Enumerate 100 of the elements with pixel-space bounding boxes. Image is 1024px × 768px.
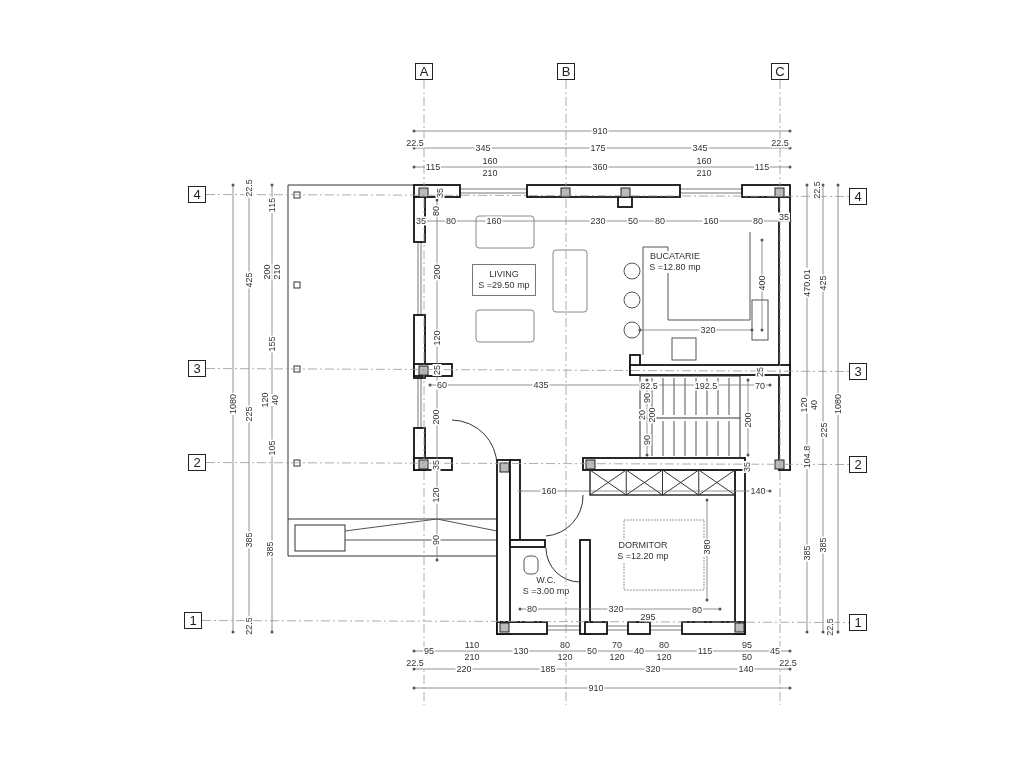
- dimension-label: 50: [741, 652, 753, 662]
- dimension-label: 80: [445, 216, 457, 226]
- dimension-label: 90: [431, 534, 441, 546]
- dimension-label: 70: [611, 640, 623, 650]
- dimension-label: 210: [272, 263, 282, 281]
- dimension-label: 120: [556, 652, 574, 662]
- dimension-label: 80: [431, 205, 441, 217]
- grid-bubble: C: [771, 63, 789, 80]
- dimension-label: 295: [639, 612, 657, 622]
- dimension-label: 140: [749, 486, 767, 496]
- room-name: LIVING: [489, 268, 519, 280]
- dimension-label: 210: [481, 168, 499, 178]
- dimension-label: 385: [244, 531, 254, 549]
- dimension-label: 210: [463, 652, 481, 662]
- dimension-label: 130: [512, 646, 530, 656]
- grid-bubble: 3: [849, 363, 867, 380]
- grid-bubble: 1: [184, 612, 202, 629]
- dimension-label: 1080: [228, 393, 238, 415]
- dimension-label: 200: [432, 263, 442, 281]
- dimension-label: 120: [432, 329, 442, 347]
- grid-bubble: 2: [849, 456, 867, 473]
- dimension-label: 25: [755, 366, 765, 378]
- dimension-label: 22.5: [405, 658, 425, 668]
- dimension-label: 175: [589, 143, 607, 153]
- dimension-label: 22.5: [778, 658, 798, 668]
- grid-bubble: 4: [188, 186, 206, 203]
- dimension-label: 160: [695, 156, 713, 166]
- room-name: DORMITOR: [618, 539, 668, 551]
- dimension-label: 120: [608, 652, 626, 662]
- room-label-frame: [472, 264, 536, 296]
- grid-line: [205, 462, 850, 465]
- room-area: S =29.50 mp: [478, 280, 530, 292]
- dimension-label: 200: [431, 408, 441, 426]
- dimension-label: 910: [591, 126, 609, 136]
- dimension-label: 115: [267, 196, 277, 214]
- dimension-label: 385: [265, 540, 275, 558]
- dimension-label: 80: [654, 216, 666, 226]
- dimension-label: 35: [778, 212, 790, 222]
- dimension-label: 104.8: [802, 444, 812, 470]
- dimension-label: 210: [695, 168, 713, 178]
- dimension-label: 22.5: [812, 180, 822, 200]
- dimension-label: 80: [752, 216, 764, 226]
- dimension-label: 80: [526, 604, 538, 614]
- dimension-label: 1080: [833, 393, 843, 415]
- grid-bubble: 3: [188, 360, 206, 377]
- dimension-label: 160: [481, 156, 499, 166]
- dimension-label: 160: [540, 486, 558, 496]
- grid-line: [779, 79, 781, 706]
- dimension-label: 60: [436, 380, 448, 390]
- grid-line: [565, 79, 567, 706]
- dimension-label: 320: [699, 325, 717, 335]
- dimension-label: 40: [809, 399, 819, 411]
- dimension-label: 50: [627, 216, 639, 226]
- grid-bubble: 1: [849, 614, 867, 631]
- dimension-label: 140: [737, 664, 755, 674]
- dimension-label: 200: [743, 411, 753, 429]
- dimension-label: 115: [696, 646, 714, 656]
- dimension-label: 70: [754, 381, 766, 391]
- dimension-label: 80: [691, 605, 703, 615]
- dimension-label: 320: [644, 664, 662, 674]
- grid-line: [423, 79, 425, 706]
- dimension-label: 25: [432, 364, 442, 376]
- dimension-label: 110: [463, 640, 481, 650]
- grid-bubble: A: [415, 63, 433, 80]
- dimension-label: 20: [637, 409, 647, 421]
- grid-line: [205, 368, 850, 372]
- dimension-label: 385: [818, 536, 828, 554]
- dimension-label: 22.5: [770, 138, 790, 148]
- grid-bubble: 2: [188, 454, 206, 471]
- dimension-label: 470.01: [802, 268, 812, 298]
- dimension-label: 230: [589, 216, 607, 226]
- dimension-label: 22.5: [405, 138, 425, 148]
- room-area: S =12.20 mp: [617, 551, 669, 563]
- dimension-label: 225: [819, 421, 829, 439]
- dimension-label: 50: [586, 646, 598, 656]
- dimension-label: 345: [474, 143, 492, 153]
- dimension-label: 22.5: [244, 616, 254, 636]
- dimension-label: 120: [431, 486, 441, 504]
- room-name: W.C.: [536, 574, 556, 586]
- dimension-label: 200: [647, 406, 657, 424]
- dimension-label: 22.5: [244, 178, 254, 198]
- dimension-label: 82.5: [639, 381, 659, 391]
- dimension-label: 220: [455, 664, 473, 674]
- dimension-label: 385: [802, 544, 812, 562]
- dimension-label: 105: [267, 439, 277, 457]
- dimension-label: 345: [691, 143, 709, 153]
- room-area: S =12.80 mp: [649, 262, 701, 274]
- dimension-label: 90: [642, 392, 652, 404]
- dimension-label: 95: [423, 646, 435, 656]
- dimension-label: 120: [799, 396, 809, 414]
- dimension-label: 435: [532, 380, 550, 390]
- dimension-label: 160: [702, 216, 720, 226]
- dimension-label: 40: [633, 646, 645, 656]
- dimension-label: 185: [539, 664, 557, 674]
- grid-bubble: 4: [849, 188, 867, 205]
- dimension-label: 35: [431, 459, 441, 471]
- dimension-label: 80: [559, 640, 571, 650]
- grid-line: [205, 194, 850, 197]
- dimension-label: 160: [485, 216, 503, 226]
- dimension-label: 80: [658, 640, 670, 650]
